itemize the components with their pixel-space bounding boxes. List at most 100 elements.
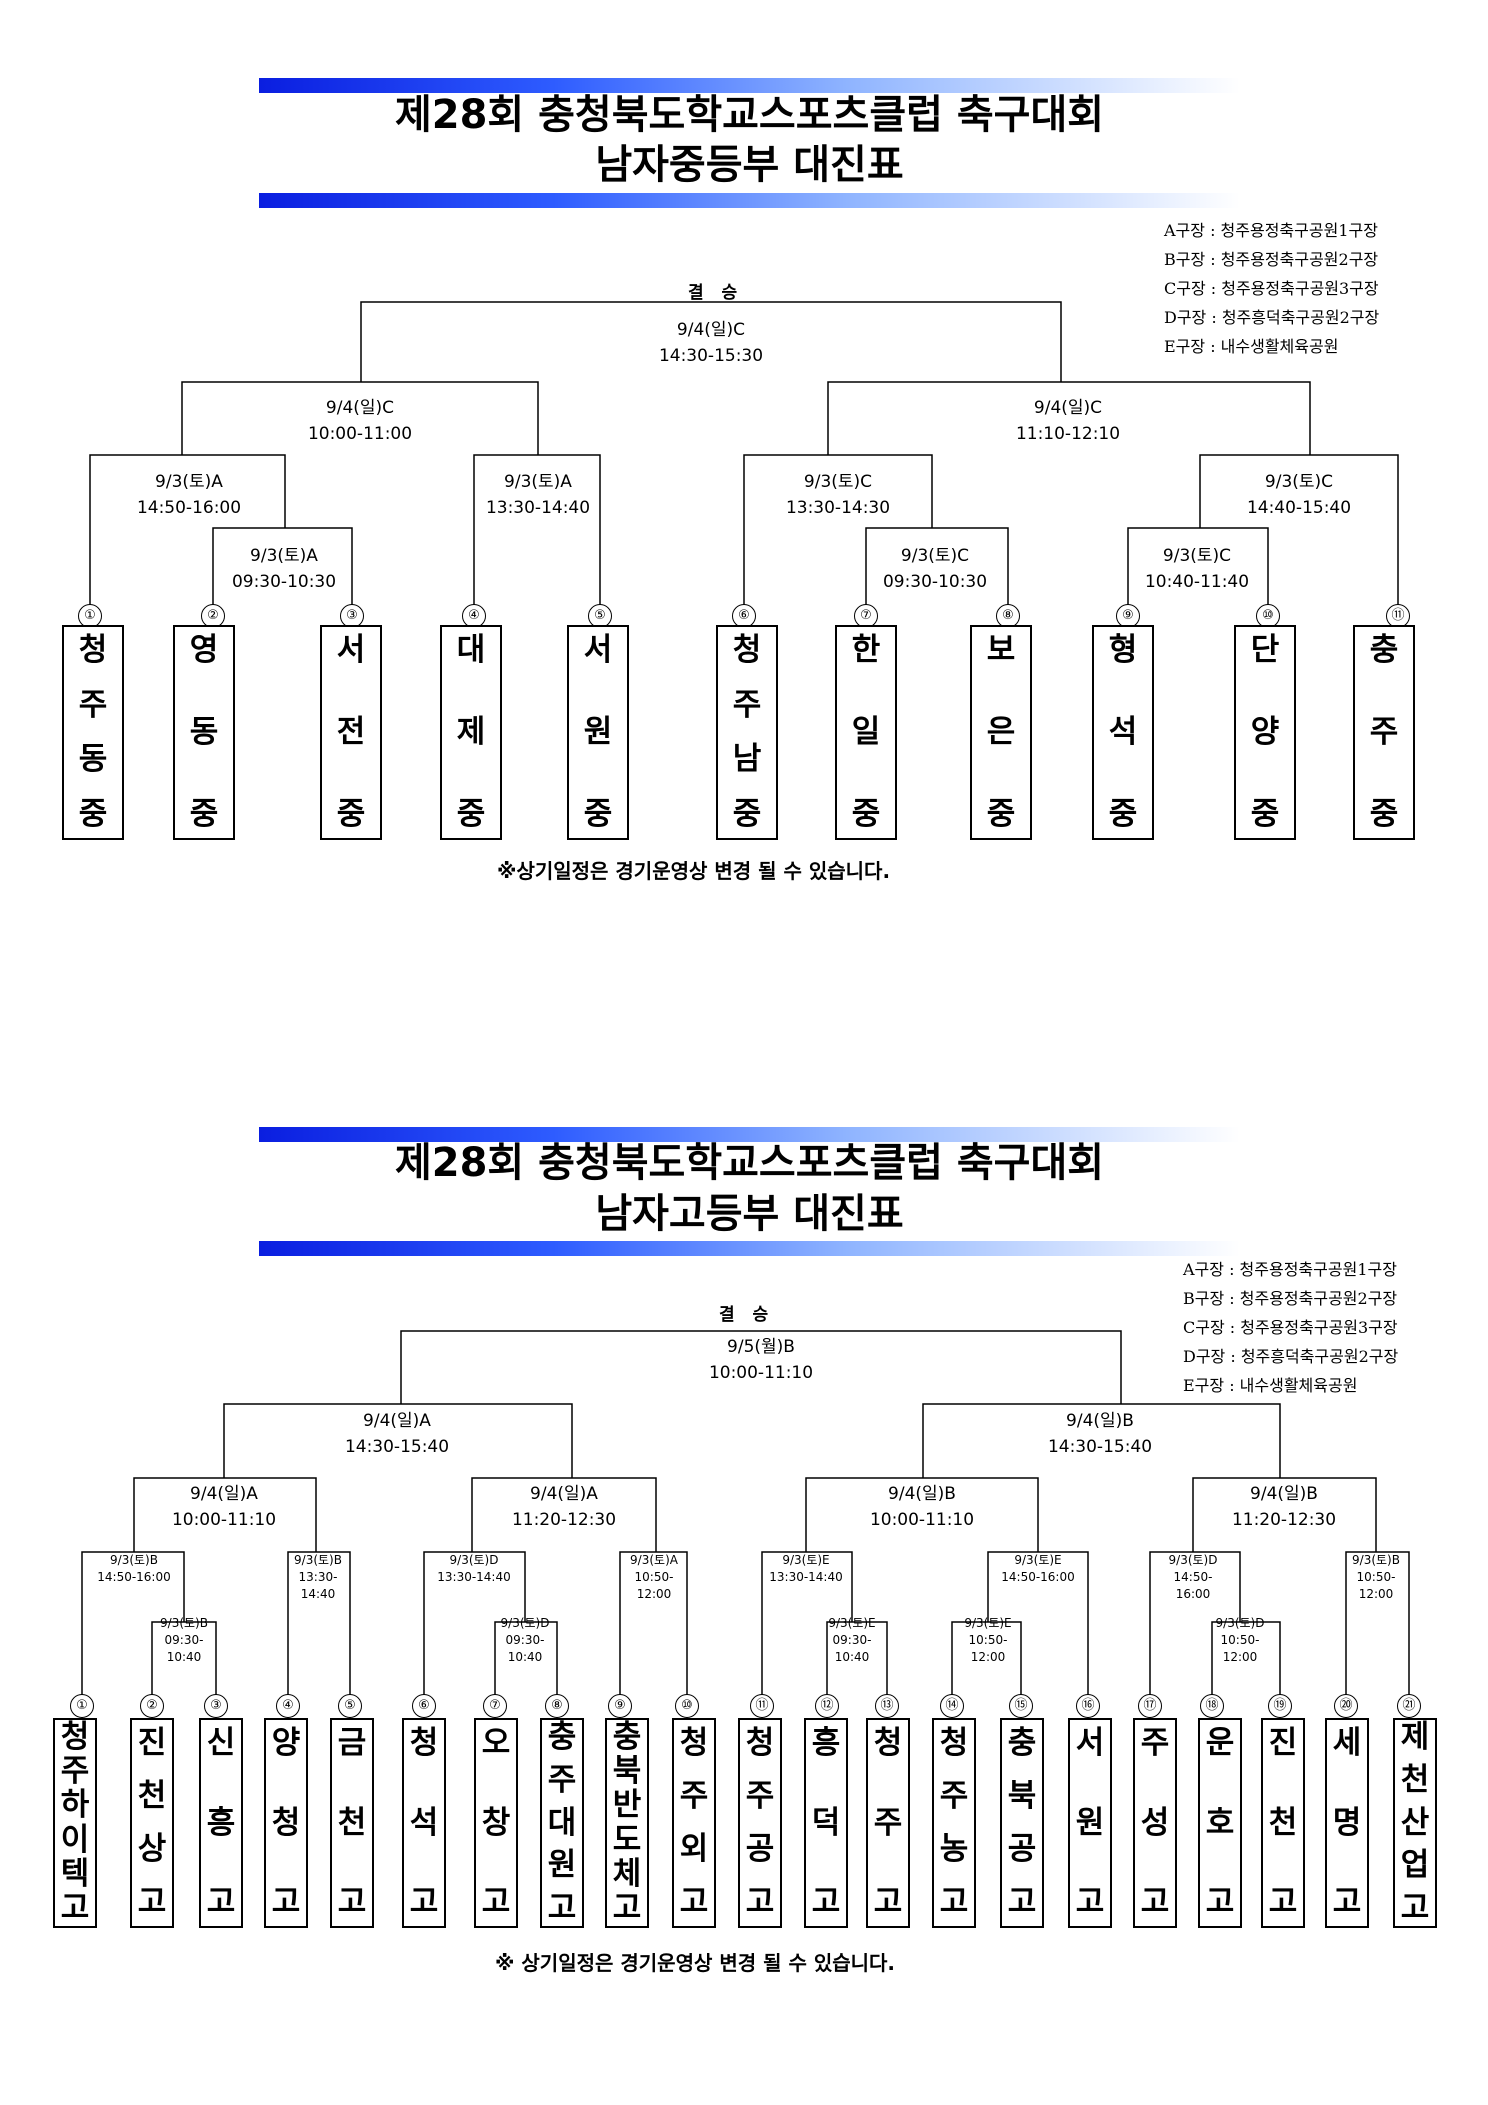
team-name-char: 단 (1250, 632, 1280, 668)
venue-legend: A구장 : 청주용정축구공원1구장 B구장 : 청주용정축구공원2구장 C구장 … (1164, 216, 1379, 361)
venue-item: E구장 : 내수생활체육공원 (1183, 1376, 1358, 1395)
team-name-char: 주 (78, 686, 108, 723)
final-label: 결 승 (688, 283, 744, 303)
seed-number: ⑨ (1116, 604, 1140, 628)
venue-item: E구장 : 내수생활체육공원 (1164, 337, 1339, 356)
seed-number: ④ (276, 1694, 300, 1718)
seed-number: ⑩ (675, 1694, 699, 1718)
page-title-line2: 남자고등부 대진표 (595, 1191, 904, 1237)
seed-number: ⑨ (608, 1694, 632, 1718)
team-name-char: 주 (732, 686, 762, 723)
final-label: 결 승 (719, 1305, 775, 1325)
team-name-char: 천 (1400, 1761, 1430, 1798)
team-name-char: 고 (137, 1884, 167, 1920)
team-name-char: 신 (206, 1725, 236, 1761)
venue-item: C구장 : 청주용정축구공원3구장 (1183, 1318, 1398, 1337)
team-name-char: 천 (1268, 1804, 1298, 1841)
team-name-char: 서 (583, 632, 613, 668)
team-name-char: 주 (679, 1778, 709, 1814)
team-name-char: 호 (1205, 1804, 1235, 1841)
team-name-char: 주 (1140, 1725, 1170, 1761)
team-name-char: 이 (60, 1821, 90, 1858)
team-name-char: 대 (456, 632, 486, 668)
team-name-char: 원 (1075, 1804, 1105, 1841)
team-name-char: 은 (986, 714, 1016, 750)
seed-number: ⑲ (1268, 1694, 1292, 1718)
team-name-char: 청 (679, 1725, 709, 1761)
team-name-char: 고 (939, 1884, 969, 1920)
team-name-char: 중 (851, 796, 881, 832)
page-title-line1: 제28회 충청북도학교스포츠클럽 축구대회 (394, 92, 1105, 138)
team-name-char: 고 (1268, 1884, 1298, 1920)
team-name-char: 명 (1332, 1804, 1362, 1841)
team-name-char: 청 (409, 1725, 439, 1761)
team-name-char: 충 (1007, 1725, 1037, 1761)
seed-number: ⑳ (1334, 1694, 1358, 1718)
team-name-char: 보 (986, 632, 1016, 668)
team-name-char: 천 (337, 1804, 367, 1841)
team-name-char: 중 (336, 796, 366, 832)
bracket-lines (89, 301, 1399, 612)
team-name-char: 동 (78, 741, 108, 778)
match-time: 10:50-12:00 (1220, 1633, 1260, 1664)
team-name-char: 오 (481, 1725, 511, 1761)
venue-item: C구장 : 청주용정축구공원3구장 (1164, 279, 1379, 298)
team-name-char: 일 (851, 714, 881, 750)
team-name-char: 창 (481, 1804, 511, 1841)
team-name-char: 고 (206, 1884, 236, 1920)
team-name-char: 공 (745, 1831, 775, 1867)
seed-number: ① (70, 1694, 94, 1718)
team-name-char: 고 (679, 1884, 709, 1920)
team-name-char: 서 (1075, 1725, 1105, 1761)
seed-number: ⑦ (854, 604, 878, 628)
team-name-char: 업 (1400, 1847, 1430, 1884)
team-name-char: 덕 (811, 1804, 841, 1841)
team-name-char: 한 (851, 632, 881, 668)
page-title-line1: 제28회 충청북도학교스포츠클럽 축구대회 (394, 1140, 1105, 1186)
team-name-char: 중 (1108, 796, 1138, 832)
team-name-char: 청 (745, 1725, 775, 1761)
team-name-char: 서 (336, 632, 366, 668)
team-name-char: 고 (873, 1884, 903, 1920)
team-name-char: 중 (732, 795, 762, 832)
seed-number: ⑱ (1200, 1694, 1224, 1718)
seed-number: ⑪ (750, 1694, 774, 1718)
seed-number: ㉑ (1397, 1694, 1421, 1718)
team-name-char: 청 (271, 1804, 301, 1841)
schedule-note: ※상기일정은 경기운영상 변경 될 수 있습니다. (497, 859, 891, 883)
team-name-char: 중 (986, 796, 1016, 832)
team-name-char: 농 (939, 1831, 969, 1867)
team-name-char: 대 (547, 1804, 577, 1841)
team-name-char: 전 (336, 714, 366, 750)
team-name-char: 세 (1332, 1725, 1362, 1761)
seed-number: ⑬ (875, 1694, 899, 1718)
seed-number: ③ (204, 1694, 228, 1718)
team-name-char: 고 (1075, 1884, 1105, 1920)
team-name-char: 주 (1369, 714, 1399, 750)
match-time: 09:30-10:40 (505, 1633, 545, 1664)
team-name-char: 고 (1140, 1884, 1170, 1920)
team-name-char: 원 (583, 714, 613, 750)
team-name-char: 청 (60, 1719, 90, 1755)
venue-item: A구장 : 청주용정축구공원1구장 (1164, 221, 1378, 240)
title-bar-bottom (259, 1241, 1240, 1256)
schedule-note: ※ 상기일정은 경기운영상 변경 될 수 있습니다. (495, 1951, 896, 1975)
team-name-char: 고 (60, 1889, 90, 1926)
